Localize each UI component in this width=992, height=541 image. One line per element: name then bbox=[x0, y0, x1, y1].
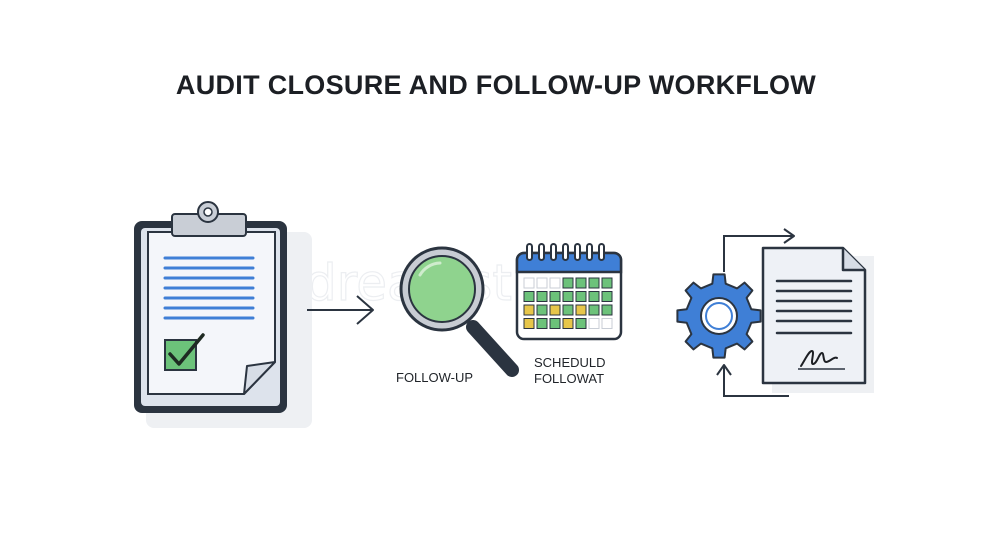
calendar-day-cell bbox=[562, 277, 574, 289]
calendar-day-cell bbox=[588, 277, 600, 289]
calendar-day-cell bbox=[523, 277, 535, 289]
calendar-day-cell bbox=[601, 318, 613, 329]
calendar-icon bbox=[515, 243, 623, 341]
calendar-grid bbox=[523, 277, 613, 329]
page-title: AUDIT CLOSURE AND FOLLOW-UP WORKFLOW bbox=[175, 70, 817, 100]
flow-arrow-icon bbox=[307, 295, 374, 325]
calendar-day-cell bbox=[536, 277, 548, 289]
calendar-rings bbox=[526, 243, 605, 261]
magnifying-glass-icon bbox=[399, 246, 519, 377]
calendar-day-cell bbox=[562, 318, 574, 329]
signed-document-icon bbox=[761, 246, 874, 393]
signature-icon bbox=[800, 349, 838, 367]
calendar-day-cell bbox=[536, 304, 548, 316]
calendar-day-cell bbox=[575, 304, 587, 316]
scheduled-label-line-1: SCHEDULD bbox=[534, 355, 606, 370]
calendar-day-cell bbox=[549, 291, 561, 302]
calendar-day-cell bbox=[575, 318, 587, 329]
gear-document-cycle-icon bbox=[676, 228, 874, 397]
calendar-day-cell bbox=[536, 318, 548, 329]
clipboard-checklist-icon bbox=[134, 201, 312, 428]
calendar-day-cell bbox=[523, 318, 535, 329]
calendar-day-cell bbox=[562, 291, 574, 302]
calendar-day-cell bbox=[523, 304, 535, 316]
calendar-day-cell bbox=[575, 291, 587, 302]
scheduled-label-line-2: FOLLOWAT bbox=[534, 371, 604, 386]
calendar-day-cell bbox=[588, 318, 600, 329]
calendar-day-cell bbox=[601, 277, 613, 289]
calendar-day-cell bbox=[549, 318, 561, 329]
checklist-lines bbox=[163, 256, 255, 320]
calendar-day-cell bbox=[549, 304, 561, 316]
calendar-day-cell bbox=[601, 304, 613, 316]
follow-up-label: FOLLOW-UP bbox=[396, 370, 473, 385]
calendar-day-cell bbox=[536, 291, 548, 302]
calendar-day-cell bbox=[588, 291, 600, 302]
calendar-day-cell bbox=[562, 304, 574, 316]
checkmark-icon bbox=[164, 333, 205, 371]
calendar-day-cell bbox=[549, 277, 561, 289]
cycle-arrows bbox=[716, 228, 795, 397]
calendar-day-cell bbox=[523, 291, 535, 302]
gear-icon bbox=[676, 273, 762, 359]
calendar-day-cell bbox=[601, 291, 613, 302]
calendar-day-cell bbox=[575, 277, 587, 289]
calendar-day-cell bbox=[588, 304, 600, 316]
